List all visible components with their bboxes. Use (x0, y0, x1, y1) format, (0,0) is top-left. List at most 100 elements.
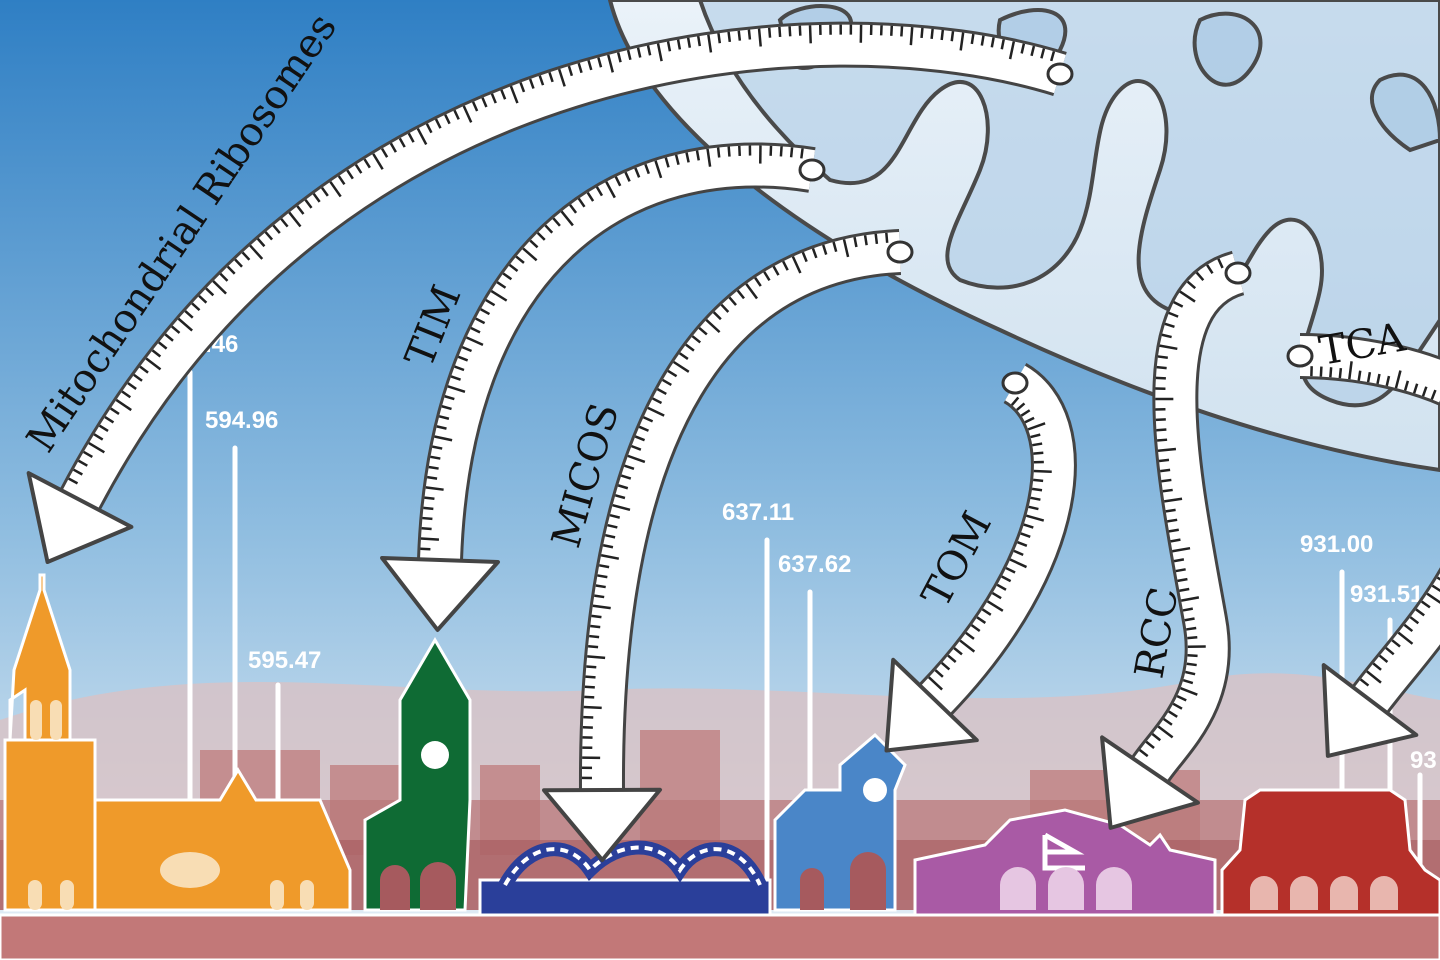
tick (1338, 368, 1343, 379)
tick (986, 600, 1004, 612)
tick (673, 360, 690, 373)
tick (1195, 271, 1205, 281)
tick (600, 554, 620, 560)
tick (1033, 451, 1044, 455)
tick (990, 37, 995, 48)
tick (638, 425, 649, 432)
tick (1170, 538, 1181, 543)
tick (1164, 497, 1183, 503)
tick (1168, 311, 1179, 318)
peak-label: 637.11 (722, 499, 794, 526)
tick (432, 445, 443, 450)
tick (1394, 370, 1402, 389)
tick (145, 357, 162, 371)
tick (490, 289, 508, 302)
tick (447, 385, 466, 393)
tick (583, 705, 602, 710)
tick (1173, 558, 1185, 563)
tick (772, 265, 780, 276)
tick (685, 343, 695, 352)
tick (522, 247, 538, 262)
tick (747, 29, 752, 40)
tick (727, 146, 731, 157)
tick (652, 397, 663, 405)
tick (586, 665, 597, 669)
tick (1378, 654, 1389, 663)
tick (736, 289, 745, 300)
tick (280, 218, 289, 228)
tick (490, 93, 497, 104)
origin-marker (1001, 371, 1029, 395)
arrow-tca (1286, 333, 1440, 407)
peak-label: 93 (1410, 747, 1437, 774)
arrow-mito-ribosomes (26, 21, 1074, 565)
tick (1164, 322, 1175, 328)
tick (1030, 496, 1041, 501)
tick (1179, 290, 1196, 303)
tick (1010, 396, 1020, 406)
tick (705, 319, 721, 334)
tick (592, 604, 611, 610)
tick (597, 574, 608, 579)
tick (1165, 508, 1176, 513)
tick (1409, 616, 1420, 625)
tick (779, 146, 783, 157)
tick (712, 311, 722, 321)
tick (1359, 678, 1370, 687)
tick (934, 669, 944, 678)
tick (1184, 617, 1195, 622)
tick (609, 513, 621, 519)
tick (1028, 505, 1039, 511)
tick (607, 54, 614, 73)
tick (77, 459, 88, 467)
tick (616, 52, 622, 63)
tick (808, 25, 812, 44)
tick (139, 365, 149, 374)
tick (791, 256, 802, 274)
tick (121, 390, 132, 399)
origin-marker (1046, 62, 1074, 86)
arrow-tom (884, 363, 1077, 753)
arrow-rcc (1100, 250, 1252, 830)
tick (1185, 670, 1196, 676)
tick (1180, 687, 1198, 696)
tick (151, 349, 162, 358)
tick (782, 260, 789, 271)
tick (1186, 280, 1197, 290)
tick (678, 352, 689, 360)
tick (115, 398, 132, 412)
tick (509, 85, 519, 104)
tick (634, 167, 641, 178)
tick (959, 32, 965, 51)
tick (158, 341, 168, 350)
tick (646, 45, 652, 56)
tick (996, 583, 1007, 591)
tick (1158, 458, 1170, 463)
tick (1024, 416, 1035, 424)
tick (226, 265, 236, 275)
tick (457, 355, 469, 362)
tick (1155, 376, 1166, 380)
tick (591, 614, 602, 619)
tick (1366, 371, 1372, 383)
tick (720, 303, 730, 313)
tick (727, 31, 732, 43)
tick (420, 537, 440, 541)
tick (480, 308, 491, 316)
tick (1145, 740, 1155, 750)
tick (636, 47, 642, 58)
tick (428, 465, 439, 470)
tick (737, 30, 742, 41)
tick (133, 373, 143, 382)
tick (1366, 670, 1382, 684)
tick (1172, 546, 1191, 553)
arrow-micos (542, 229, 914, 862)
tick (1157, 355, 1168, 359)
tick (1008, 41, 1016, 60)
tick (462, 105, 473, 123)
tick (470, 326, 481, 334)
tick (1180, 596, 1200, 602)
tick (68, 477, 79, 485)
tick (959, 639, 976, 653)
tick (991, 592, 1002, 600)
